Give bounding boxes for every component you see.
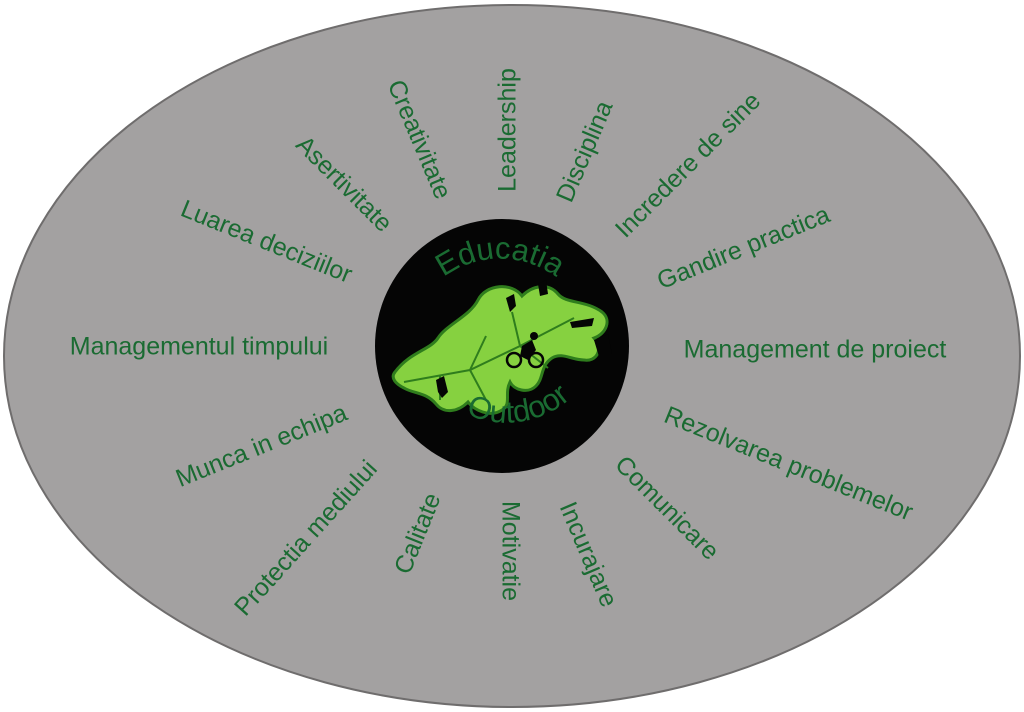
cyclist-head-icon — [530, 332, 538, 340]
leaf-veins — [403, 311, 575, 401]
skill-label-management-de-proiect: Management de proiect — [684, 336, 947, 364]
leaf-icon — [391, 285, 609, 415]
cyclist-wheel-back-icon — [505, 351, 523, 369]
climber-icon — [506, 294, 516, 312]
hiker-icon — [436, 376, 448, 398]
rock-icon — [594, 334, 612, 360]
hub: Educatia Outdoor — [375, 219, 629, 473]
skill-label-managementul-timpului: Managementul timpului — [70, 333, 328, 361]
cyclist-wheel-front-icon — [527, 351, 545, 369]
outdoor-silhouettes — [436, 280, 612, 398]
skill-label-leadership: Leadership — [494, 68, 522, 192]
kayaker-icon — [570, 318, 594, 328]
skier-icon — [538, 280, 548, 296]
skill-label-motivatie: Motivatie — [496, 501, 524, 601]
cyclist-icon — [520, 340, 536, 360]
oak-leaf-logo — [391, 280, 612, 415]
